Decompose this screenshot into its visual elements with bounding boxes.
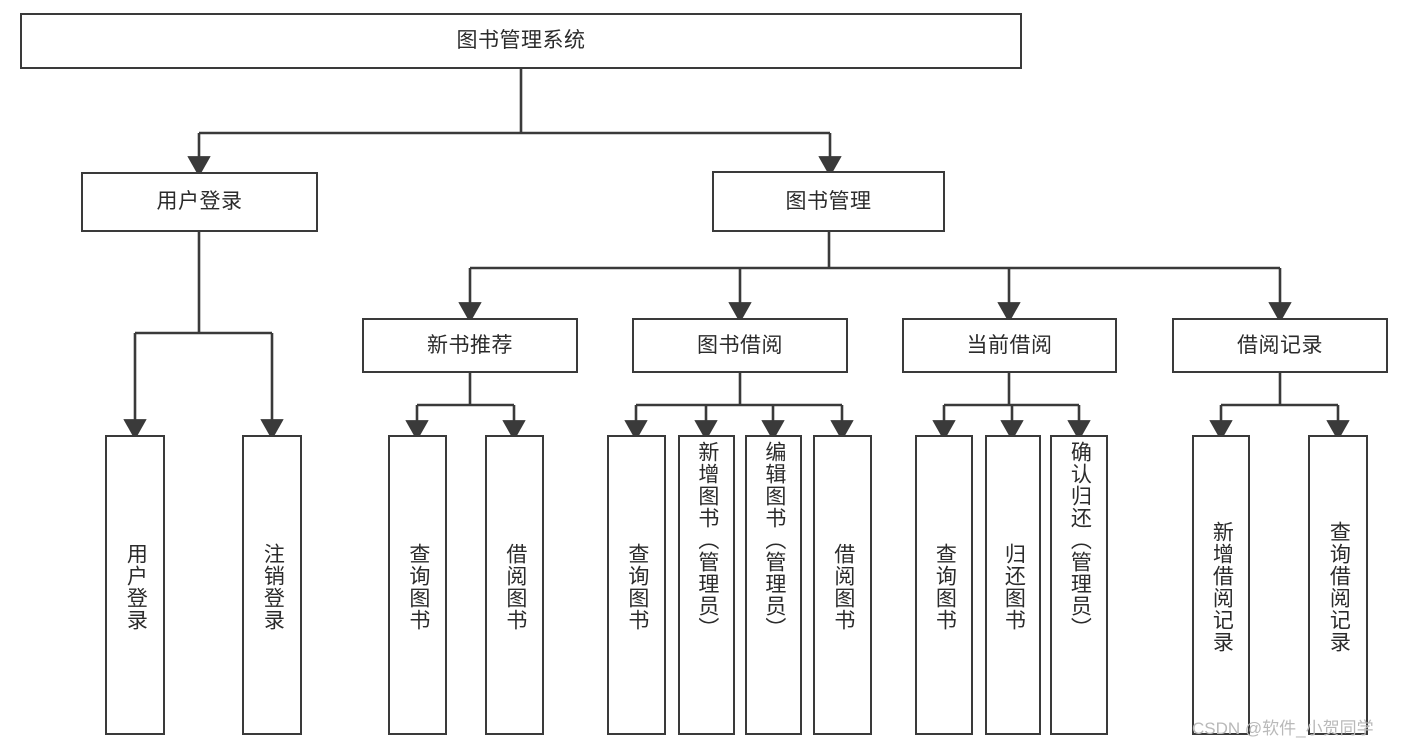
node-label: 当前借阅 — [966, 333, 1053, 357]
node-label: 借阅记录 — [1237, 333, 1323, 357]
node-label: 图书管理系统 — [456, 29, 586, 53]
node-label: 新增借阅记录 — [1210, 521, 1234, 653]
node-label: 借阅图书 — [831, 543, 855, 631]
csdn-watermark: CSDN @软件_小贺同学 — [1192, 719, 1374, 738]
node-recommend-borrow-book[interactable]: 借阅图书 — [485, 435, 544, 735]
node-root-system[interactable]: 图书管理系统 — [20, 13, 1022, 69]
node-record-query[interactable]: 查询借阅记录 — [1308, 435, 1368, 735]
node-label: 借阅图书 — [503, 543, 527, 631]
node-book-manage[interactable]: 图书管理 — [712, 171, 945, 232]
node-current-return-book[interactable]: 归还图书 — [985, 435, 1041, 735]
node-new-book-recommend[interactable]: 新书推荐 — [362, 318, 578, 373]
node-user-logout[interactable]: 注销登录 — [242, 435, 302, 735]
node-label: 归还图书 — [1002, 543, 1026, 631]
node-user-login-do[interactable]: 用户登录 — [105, 435, 165, 735]
node-label: 查询借阅记录 — [1327, 521, 1351, 653]
edges-borrow-record-children — [1209, 373, 1350, 441]
node-borrow-edit-book[interactable]: 编辑图书（管理员） — [745, 435, 802, 735]
node-label: 图书借阅 — [697, 333, 783, 357]
node-label: 确认归还（管理员） — [1068, 441, 1092, 639]
node-borrow-record[interactable]: 借阅记录 — [1172, 318, 1388, 373]
node-current-borrow[interactable]: 当前借阅 — [902, 318, 1117, 373]
edges-book-manage-children — [458, 232, 1292, 323]
node-current-query-book[interactable]: 查询图书 — [915, 435, 973, 735]
node-borrow-add-book[interactable]: 新增图书（管理员） — [678, 435, 735, 735]
node-label: 用户登录 — [156, 190, 243, 214]
node-label: 查询图书 — [406, 543, 430, 631]
node-label: 图书管理 — [785, 189, 872, 213]
edges-user-login-children — [123, 232, 284, 440]
edges-current-borrow-children — [932, 373, 1091, 441]
node-recommend-query-book[interactable]: 查询图书 — [388, 435, 447, 735]
node-label: 新增图书（管理员） — [695, 441, 719, 639]
edges-new-book-recommend-children — [405, 373, 526, 441]
node-user-login[interactable]: 用户登录 — [81, 172, 318, 232]
node-label: 注销登录 — [261, 543, 285, 631]
node-label: 编辑图书（管理员） — [762, 441, 786, 639]
node-borrow-do-borrow[interactable]: 借阅图书 — [813, 435, 872, 735]
edges-root-level2 — [187, 69, 842, 177]
node-record-add[interactable]: 新增借阅记录 — [1192, 435, 1250, 735]
node-current-confirm-return[interactable]: 确认归还（管理员） — [1050, 435, 1108, 735]
node-book-borrow[interactable]: 图书借阅 — [632, 318, 848, 373]
node-borrow-query-book[interactable]: 查询图书 — [607, 435, 666, 735]
node-label: 查询图书 — [933, 543, 957, 631]
edges-book-borrow-children — [624, 373, 854, 441]
node-label: 新书推荐 — [427, 333, 513, 357]
node-label: 查询图书 — [625, 543, 649, 631]
node-label: 用户登录 — [124, 543, 148, 631]
